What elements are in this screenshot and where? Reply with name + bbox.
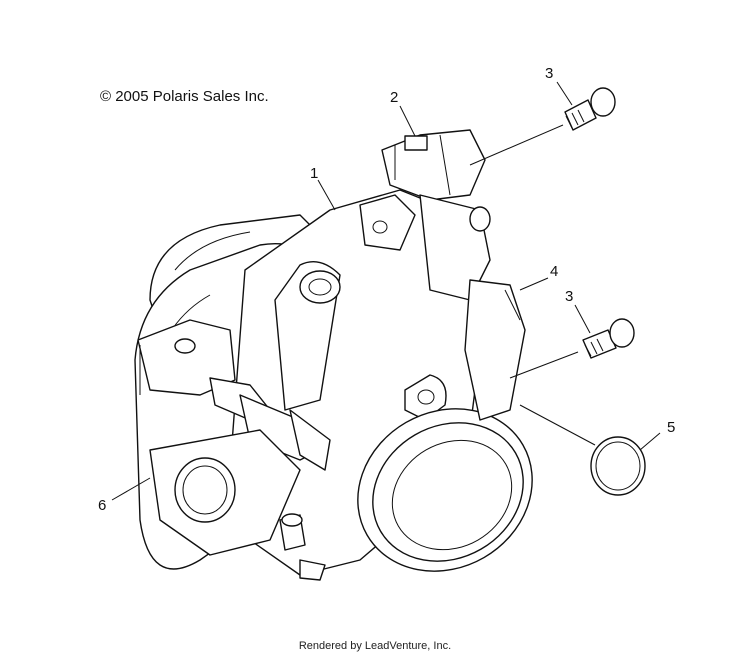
o-ring-part-5: [590, 436, 646, 496]
screw-part-3-upper: [564, 87, 616, 131]
idle-air-motor-part-4: [419, 194, 526, 421]
callout-5: 5: [667, 419, 675, 436]
callout-3-upper: 3: [545, 65, 553, 82]
callout-4: 4: [550, 263, 558, 280]
render-credit: Rendered by LeadVenture, Inc.: [298, 640, 452, 652]
callout-3-lower: 3: [565, 288, 573, 305]
leader-lines: [111, 81, 661, 501]
callout-labels: 2 1 3 3 4 5 6: [98, 65, 675, 514]
callout-1: 1: [310, 165, 318, 182]
screw-part-3-lower: [582, 318, 635, 359]
copyright-notice: © 2005 Polaris Sales Inc.: [100, 88, 269, 105]
outlet-bore: [357, 408, 533, 572]
callout-2: 2: [390, 89, 398, 106]
sensor-part-2: [381, 129, 486, 201]
callout-6: 6: [98, 497, 106, 514]
